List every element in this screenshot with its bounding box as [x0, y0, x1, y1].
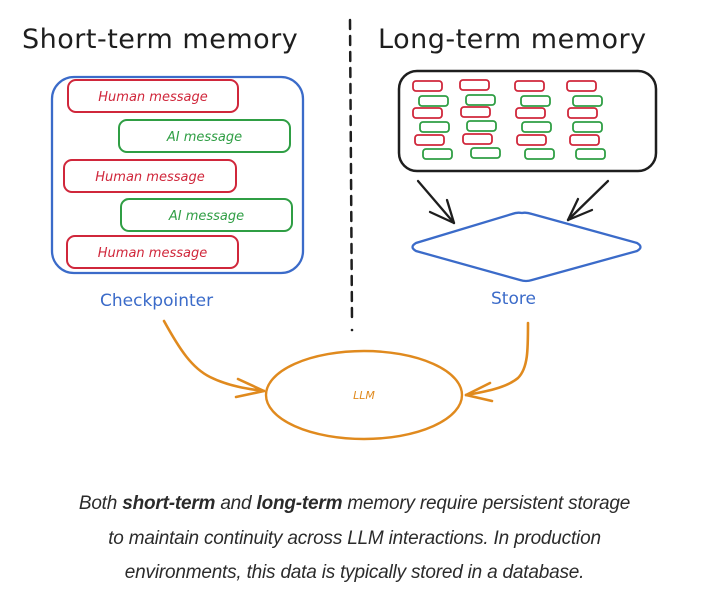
ai-message-box: AI message: [118, 119, 291, 153]
caption-line-2: to maintain continuity across LLM intera…: [108, 527, 601, 549]
caption-bold-long-term: long-term: [256, 493, 343, 514]
message-box-outline: [67, 79, 239, 113]
stored-ai-record: [524, 148, 555, 160]
stored-ai-record: [575, 148, 606, 160]
caption-line-1: Both short-term and long-term memory req…: [0, 487, 709, 522]
stored-ai-record: [465, 94, 496, 106]
stored-ai-record: [572, 121, 603, 133]
stored-ai-record: [418, 95, 449, 107]
stored-human-record: [414, 134, 445, 146]
arrow-left-to-store: [416, 179, 456, 225]
stored-human-record: [412, 80, 443, 92]
arrow-checkpointer-to-llm: [162, 319, 266, 399]
arrow-right-to-store: [566, 179, 610, 222]
stored-human-record: [514, 80, 545, 92]
ai-message-box: AI message: [120, 198, 293, 232]
llm-label: LLM: [353, 389, 375, 402]
short-term-title: Short-term memory: [22, 24, 298, 55]
message-label: Human message: [98, 90, 207, 105]
llm-node: [264, 349, 464, 441]
stored-ai-record: [419, 121, 450, 133]
checkpointer-label: Checkpointer: [100, 291, 213, 311]
long-term-title: Long-term memory: [378, 24, 647, 55]
stored-ai-record: [520, 95, 551, 107]
long-term-store-group: Store: [397, 69, 658, 309]
caption-text: Both: [78, 493, 123, 514]
section-divider: [348, 18, 354, 324]
checkpointer-container: [50, 75, 305, 275]
stored-human-record: [566, 80, 597, 92]
caption-text: and: [215, 493, 257, 514]
stored-human-record: [567, 107, 598, 119]
human-message-box: Human message: [63, 159, 237, 193]
record-grid: [412, 79, 606, 160]
caption-line-3: environments, this data is typically sto…: [124, 562, 585, 583]
message-box-outline: [118, 119, 291, 153]
arrow-store-to-llm: [464, 321, 530, 403]
stored-human-record: [462, 133, 493, 145]
message-box-outline: [120, 198, 293, 232]
message-label: AI message: [168, 209, 244, 224]
message-label: Human message: [98, 246, 207, 261]
message-box-outline: [66, 235, 239, 269]
stored-human-record: [412, 107, 443, 119]
stored-ai-record: [470, 147, 501, 159]
stored-ai-record: [521, 121, 552, 133]
figure-caption: Both short-term and long-term memory req…: [0, 487, 709, 591]
long-term-records-container: [397, 69, 658, 173]
message-box-outline: [63, 159, 237, 193]
human-message-box: Human message: [66, 235, 239, 269]
message-label: Human message: [95, 170, 204, 185]
divider-dot: [350, 328, 354, 332]
stored-ai-record: [422, 148, 453, 160]
caption-bold-short-term: short-term: [122, 493, 216, 514]
human-message-box: Human message: [67, 79, 239, 113]
stored-human-record: [569, 134, 600, 146]
stored-human-record: [460, 106, 491, 118]
memory-diagram: Short-term memory Long-term memory Human…: [22, 18, 658, 441]
stored-human-record: [516, 134, 547, 146]
caption-text: memory require persistent storage: [342, 493, 631, 514]
stored-ai-record: [466, 120, 497, 132]
stored-human-record: [459, 79, 490, 91]
stored-human-record: [515, 107, 546, 119]
store-diamond: [411, 211, 642, 283]
stored-ai-record: [572, 95, 603, 107]
message-label: AI message: [166, 130, 242, 145]
store-label: Store: [491, 289, 536, 309]
